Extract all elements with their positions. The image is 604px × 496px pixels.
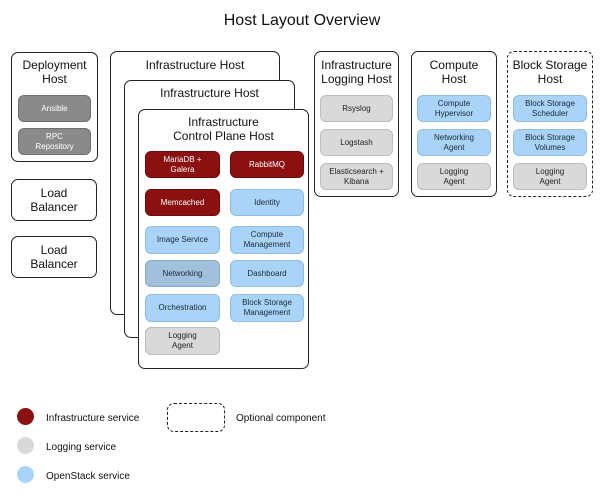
- service-logstash: Logstash: [320, 129, 393, 156]
- load-balancer-2: Load Balancer: [11, 236, 97, 278]
- service-rpc-repository: RPC Repository: [18, 128, 91, 155]
- service-dashboard: Dashboard: [230, 260, 304, 287]
- block-storage-host: Block Storage Host Block Storage Schedul…: [507, 51, 593, 197]
- control-plane-host-title: Infrastructure Control Plane Host: [173, 115, 274, 143]
- control-plane-host: Infrastructure Control Plane Host MariaD…: [138, 109, 309, 369]
- service-block-storage-scheduler: Block Storage Scheduler: [513, 95, 587, 122]
- service-mariadb-galera: MariaDB + Galera: [145, 151, 220, 178]
- compute-host: Compute Host Compute Hypervisor Networki…: [411, 51, 497, 197]
- infrastructure-logging-host: Infrastructure Logging Host Rsyslog Logs…: [314, 51, 399, 197]
- legend-optional-label: Optional component: [236, 413, 326, 424]
- legend-logging-swatch: [17, 437, 34, 454]
- legend-logging-label: Logging service: [46, 442, 117, 453]
- service-logging-agent: Logging Agent: [145, 327, 220, 355]
- service-compute-management: Compute Management: [230, 226, 304, 254]
- legend-openstack-label: OpenStack service: [46, 471, 130, 482]
- service-memcached: Memcached: [145, 189, 220, 216]
- legend-optional-swatch: [167, 403, 225, 432]
- service-block-storage-management: Block Storage Management: [230, 294, 304, 322]
- legend-infrastructure-swatch: [17, 408, 34, 425]
- compute-host-title: Compute Host: [429, 58, 479, 86]
- infrastructure-host-back-title: Infrastructure Host: [145, 58, 245, 72]
- service-rsyslog: Rsyslog: [320, 95, 393, 122]
- service-elasticsearch-kibana: Elasticsearch + Kibana: [320, 163, 393, 190]
- legend-openstack-swatch: [17, 466, 34, 483]
- service-ansible: Ansible: [18, 95, 91, 122]
- service-block-logging-agent: Logging Agent: [513, 163, 587, 190]
- service-compute-logging-agent: Logging Agent: [417, 163, 491, 190]
- service-identity: Identity: [230, 189, 304, 216]
- deployment-host: Deployment Host Ansible RPC Repository: [11, 52, 98, 162]
- service-networking-agent: Networking Agent: [417, 129, 491, 156]
- block-storage-host-title: Block Storage Host: [512, 58, 588, 86]
- service-networking: Networking: [145, 260, 220, 287]
- service-orchestration: Orchestration: [145, 294, 220, 322]
- legend-infrastructure-label: Infrastructure service: [46, 413, 140, 424]
- infrastructure-host-middle-title: Infrastructure Host: [160, 86, 259, 100]
- load-balancer-1: Load Balancer: [11, 179, 97, 221]
- deployment-host-title: Deployment Host: [22, 58, 87, 86]
- service-rabbitmq: RabbitMQ: [230, 151, 304, 178]
- diagram-title: Host Layout Overview: [223, 12, 381, 29]
- service-image: Image Service: [145, 226, 220, 254]
- service-block-storage-volumes: Block Storage Volumes: [513, 129, 587, 156]
- service-compute-hypervisor: Compute Hypervisor: [417, 95, 491, 122]
- infrastructure-logging-host-title: Infrastructure Logging Host: [321, 58, 392, 86]
